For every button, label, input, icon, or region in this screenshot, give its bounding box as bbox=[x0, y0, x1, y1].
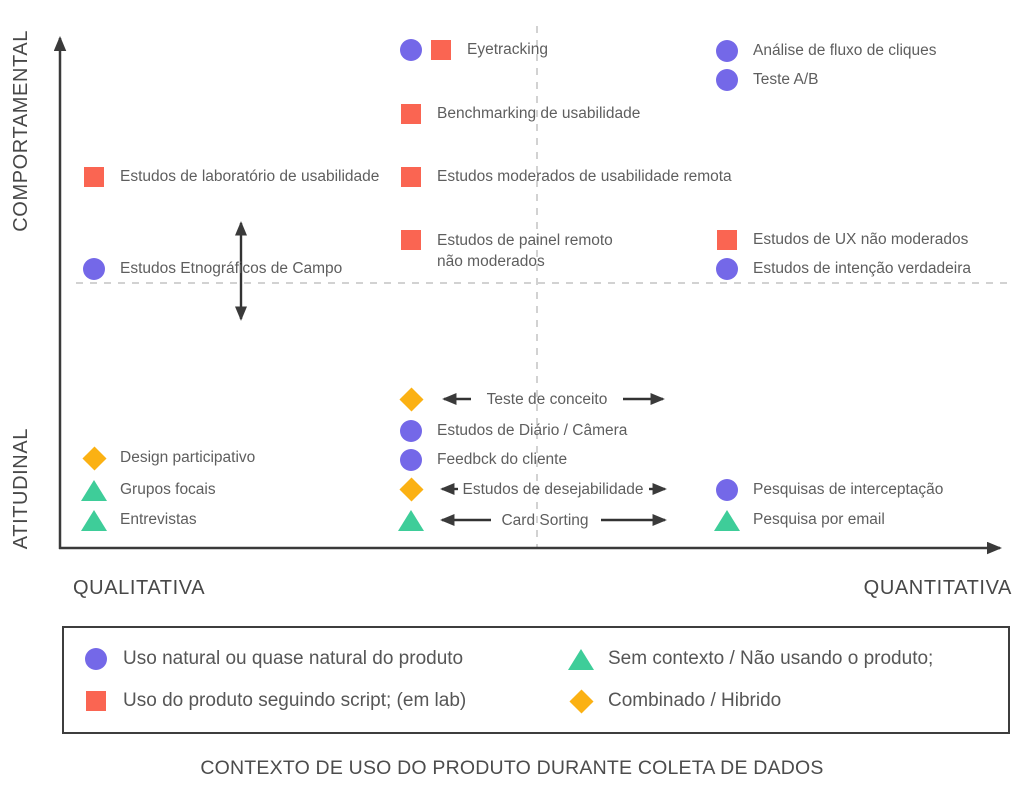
point-label: Feedbck do cliente bbox=[437, 451, 568, 468]
point-lab-usability: Estudos de laboratório de usabilidade bbox=[82, 165, 379, 189]
point-clickstream: Análise de fluxo de cliques bbox=[715, 39, 937, 63]
marker-triangle bbox=[82, 508, 106, 532]
marker-triangle bbox=[715, 508, 739, 532]
marker-square bbox=[399, 165, 423, 189]
point-concept-test bbox=[399, 387, 423, 411]
point-focus-groups: Grupos focais bbox=[82, 478, 216, 502]
legend-item-natural-use: Uso natural ou quase natural do produto bbox=[84, 647, 463, 671]
marker-square bbox=[715, 228, 739, 252]
point-remote-panel: Estudos de painel remoto não moderados bbox=[399, 228, 632, 270]
y-axis-label-atitudinal: ATITUDINAL bbox=[10, 428, 32, 550]
point-label: Teste A/B bbox=[753, 71, 819, 88]
marker-square bbox=[429, 38, 453, 62]
marker-triangle bbox=[569, 647, 593, 671]
marker-circle bbox=[84, 647, 108, 671]
point-label: Benchmarking de usabilidade bbox=[437, 105, 641, 122]
chart-caption: CONTEXTO DE USO DO PRODUTO DURANTE COLET… bbox=[200, 757, 824, 779]
marker-diamond bbox=[82, 446, 106, 470]
point-label: Entrevistas bbox=[120, 511, 197, 528]
marker-triangle bbox=[82, 478, 106, 502]
marker-circle bbox=[82, 257, 106, 281]
marker-circle bbox=[399, 448, 423, 472]
point-benchmarking: Benchmarking de usabilidade bbox=[399, 102, 640, 126]
point-label: Pesquisa por email bbox=[753, 511, 885, 528]
legend-box: Uso natural ou quase natural do produto … bbox=[62, 626, 1010, 734]
point-label: Estudos de intenção verdadeira bbox=[753, 260, 972, 277]
marker-diamond bbox=[399, 477, 423, 501]
legend-item-no-context: Sem contexto / Não usando o produto; bbox=[569, 647, 933, 671]
point-eyetracking: Eyetracking bbox=[399, 38, 548, 62]
point-label: Estudos de Diário / Câmera bbox=[437, 422, 628, 439]
point-label: Eyetracking bbox=[467, 41, 548, 58]
marker-square bbox=[82, 165, 106, 189]
point-label: Grupos focais bbox=[120, 481, 216, 498]
y-axis-label-comportamental: COMPORTAMENTAL bbox=[10, 30, 32, 232]
legend-item-hybrid: Combinado / Hibrido bbox=[569, 689, 781, 713]
point-intercept-surveys: Pesquisas de interceptação bbox=[715, 478, 943, 502]
point-true-intent: Estudos de intenção verdadeira bbox=[715, 257, 971, 281]
x-axis-label-quantitativa: QUANTITATIVA bbox=[863, 577, 1012, 599]
legend-label: Uso do produto seguindo script; (em lab) bbox=[123, 690, 467, 711]
point-label-card-sorting: Card Sorting bbox=[501, 512, 589, 529]
marker-square bbox=[399, 102, 423, 126]
point-desirability bbox=[399, 477, 423, 501]
legend-label: Combinado / Hibrido bbox=[608, 690, 782, 711]
point-label-desirability: Estudos de desejabilidade bbox=[462, 481, 644, 498]
point-unmoderated-ux: Estudos de UX não moderados bbox=[715, 228, 968, 252]
marker-circle bbox=[399, 419, 423, 443]
marker-circle bbox=[715, 39, 739, 63]
marker-circle bbox=[715, 68, 739, 92]
marker-diamond bbox=[399, 387, 423, 411]
x-axis-label-qualitativa: QUALITATIVA bbox=[73, 577, 206, 599]
point-label: Análise de fluxo de cliques bbox=[753, 42, 937, 59]
point-label: Estudos Etnográficos de Campo bbox=[120, 260, 343, 277]
point-card-sorting bbox=[399, 508, 423, 532]
point-label: Estudos moderados de usabilidade remota bbox=[437, 168, 732, 185]
point-customer-feedback: Feedbck do cliente bbox=[399, 448, 567, 472]
marker-square bbox=[399, 228, 423, 252]
point-participatory-design: Design participativo bbox=[82, 446, 255, 470]
point-email-survey: Pesquisa por email bbox=[715, 508, 885, 532]
point-ab-test: Teste A/B bbox=[715, 68, 818, 92]
marker-square bbox=[84, 689, 108, 713]
point-ethnographic: Estudos Etnográficos de Campo bbox=[82, 257, 342, 281]
point-label: Design participativo bbox=[120, 449, 256, 466]
marker-circle bbox=[715, 257, 739, 281]
point-diary-camera: Estudos de Diário / Câmera bbox=[399, 419, 627, 443]
point-label: Pesquisas de interceptação bbox=[753, 481, 944, 498]
marker-circle bbox=[715, 478, 739, 502]
legend-label: Sem contexto / Não usando o produto; bbox=[608, 648, 934, 669]
marker-circle bbox=[399, 38, 423, 62]
point-label: Estudos de UX não moderados bbox=[753, 231, 969, 248]
point-label-concept-test: Teste de conceito bbox=[486, 391, 608, 408]
point-label: Estudos de laboratório de usabilidade bbox=[120, 168, 380, 185]
legend-label: Uso natural ou quase natural do produto bbox=[123, 648, 464, 669]
legend-item-scripted-use: Uso do produto seguindo script; (em lab) bbox=[84, 689, 466, 713]
marker-triangle bbox=[399, 508, 423, 532]
point-label: Estudos de painel remoto não moderados bbox=[437, 232, 613, 270]
marker-diamond bbox=[569, 689, 593, 713]
point-moderated-remote: Estudos moderados de usabilidade remota bbox=[399, 165, 732, 189]
point-interviews: Entrevistas bbox=[82, 508, 197, 532]
